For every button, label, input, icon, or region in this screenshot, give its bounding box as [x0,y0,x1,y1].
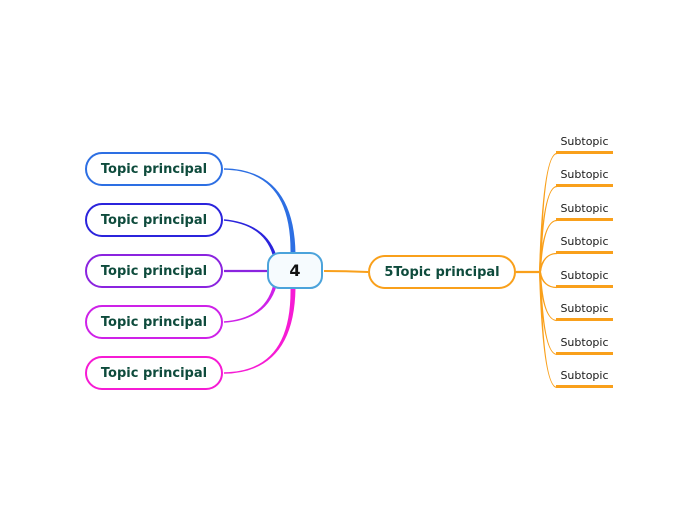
subtopic-node-4[interactable]: Subtopic [556,235,613,254]
fan-to-sub-4 [539,252,557,273]
hub-to-right [324,270,369,273]
topic-node-left-5[interactable]: Topic principal [85,356,223,390]
hub-to-left-2 [223,219,277,258]
hub-to-left-3 [224,269,267,273]
topic-node-left-3[interactable]: Topic principal [85,254,223,288]
topic-node-left-2[interactable]: Topic principal [85,203,223,237]
central-node-label: 4 [289,261,301,280]
subtopic-node-7[interactable]: Subtopic [556,336,613,355]
hub-to-left-4 [223,284,277,323]
subtopic-node-6[interactable]: Subtopic [556,302,613,321]
hub-to-left-5 [223,288,296,374]
topic-node-left-4[interactable]: Topic principal [85,305,223,339]
subtopic-node-5[interactable]: Subtopic [556,269,613,288]
topic-label: Topic principal [100,263,208,279]
subtopic-node-1[interactable]: Subtopic [556,135,613,154]
topic-label: Topic principal [100,161,208,177]
subtopic-node-2[interactable]: Subtopic [556,168,613,187]
fan-to-sub-8 [539,271,557,389]
subtopic-node-8[interactable]: Subtopic [556,369,613,388]
hub-to-left-1 [223,168,296,254]
topic-label: Topic principal [100,212,208,228]
central-node[interactable]: 4 [267,252,323,289]
topic-label: Topic principal [100,314,208,330]
subtopic-node-3[interactable]: Subtopic [556,202,613,221]
topic-node-left-1[interactable]: Topic principal [85,152,223,186]
topic-node-right[interactable]: 5Topic principal [368,255,516,289]
topic-label: 5Topic principal [384,264,500,280]
right-fan-stem [516,270,540,274]
topic-label: Topic principal [100,365,208,381]
